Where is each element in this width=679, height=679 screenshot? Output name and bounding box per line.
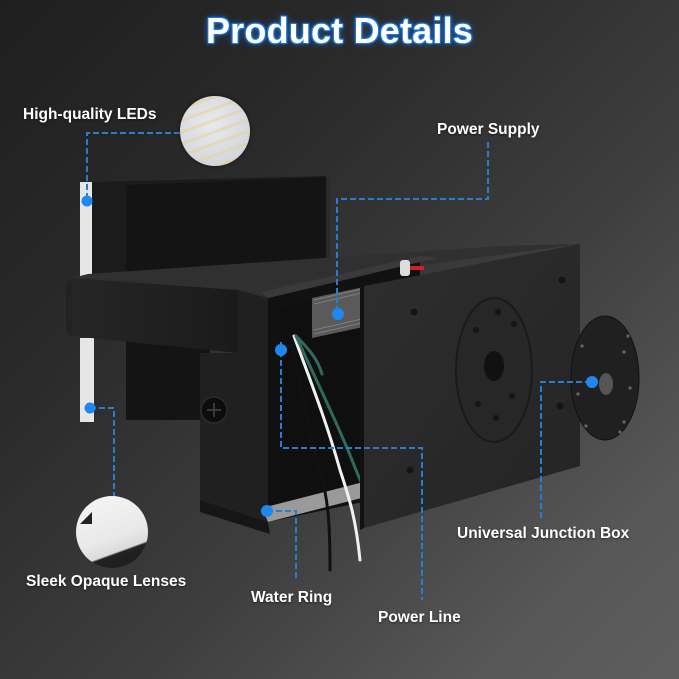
fixture-arm (66, 244, 580, 353)
label-power-line: Power Line (378, 609, 461, 626)
callout-dot-junction-box (586, 376, 598, 388)
front-cover-plate (360, 244, 580, 530)
lens-closeup-image (76, 496, 148, 568)
callout-dot-power-supply (332, 308, 344, 320)
label-high-quality-leds: High-quality LEDs (23, 106, 157, 123)
junction-mounting-plate (570, 315, 640, 441)
label-sleek-opaque-lenses: Sleek Opaque Lenses (26, 573, 187, 590)
callout-dot-power-line (275, 344, 287, 356)
label-water-ring: Water Ring (251, 589, 333, 606)
power-wires (288, 333, 381, 572)
led-closeup-image (180, 96, 250, 166)
page-title: Product Details (205, 10, 474, 51)
callout-lines (86, 132, 591, 600)
callout-dot-water-ring (261, 505, 273, 517)
lens-strip (80, 182, 94, 422)
label-power-supply: Power Supply (437, 121, 540, 138)
callout-dot-lenses (84, 402, 96, 414)
fixture-back-block (92, 176, 330, 420)
callout-dot-leds (81, 195, 93, 207)
label-universal-junction-box: Universal Junction Box (457, 525, 630, 542)
